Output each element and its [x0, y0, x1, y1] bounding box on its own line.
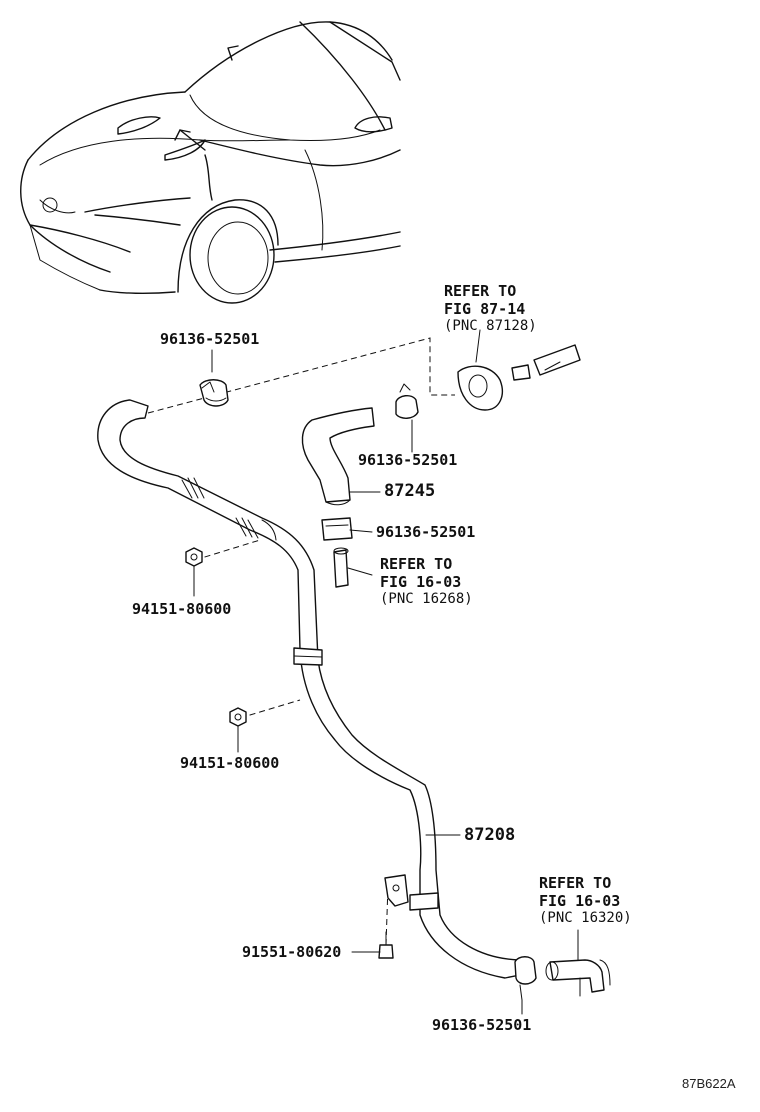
car-illustration [20, 21, 401, 304]
part-number-nut-lower: 94151-80600 [180, 754, 280, 772]
part-number-clamp-top-left: 96136-52501 [160, 330, 260, 348]
pipe-fig-16-03-a [333, 547, 373, 588]
part-number-clamp-bottom: 96136-52501 [432, 1016, 532, 1034]
refer-fig-87-14-pnc: (PNC 87128) [444, 318, 537, 334]
bolt [378, 931, 394, 959]
refer-fig-16-03-a-line1: REFER TO [380, 555, 453, 573]
refer-fig-16-03-a-pnc: (PNC 16268) [380, 591, 473, 607]
nut-lower [229, 707, 247, 727]
part-number-clamp-mid-right: 96136-52501 [376, 523, 476, 541]
label-leaders [193, 329, 523, 1015]
hose-clamp-mid-right [321, 517, 373, 541]
part-number-nut-upper: 94151-80600 [132, 600, 232, 618]
part-number-hose-87245: 87245 [384, 481, 436, 501]
hose-clamp-top-right [395, 383, 419, 419]
part-number-clamp-top-right: 96136-52501 [358, 451, 458, 469]
hose-clamp-top-left [199, 379, 229, 407]
grommet [457, 344, 581, 411]
refer-fig-16-03-b-pnc: (PNC 16320) [539, 910, 632, 926]
diagram-code: 87B622A [682, 1076, 736, 1091]
hose-clamp-bottom [514, 956, 537, 1001]
refer-fig-16-03-a-line2: FIG 16-03 [380, 573, 462, 591]
refer-fig-16-03-b-line2: FIG 16-03 [539, 892, 621, 910]
part-number-hose-87208: 87208 [464, 825, 516, 845]
refer-fig-16-03-b-line1: REFER TO [539, 874, 612, 892]
hose-87245 [301, 407, 375, 506]
refer-fig-87-14-line1: REFER TO [444, 282, 517, 300]
nut-upper [185, 547, 203, 567]
part-number-bolt: 91551-80620 [242, 943, 342, 961]
fitting-fig-16-03-b [545, 929, 611, 997]
hose-87208 [97, 399, 521, 979]
refer-fig-87-14-line2: FIG 87-14 [444, 300, 526, 318]
